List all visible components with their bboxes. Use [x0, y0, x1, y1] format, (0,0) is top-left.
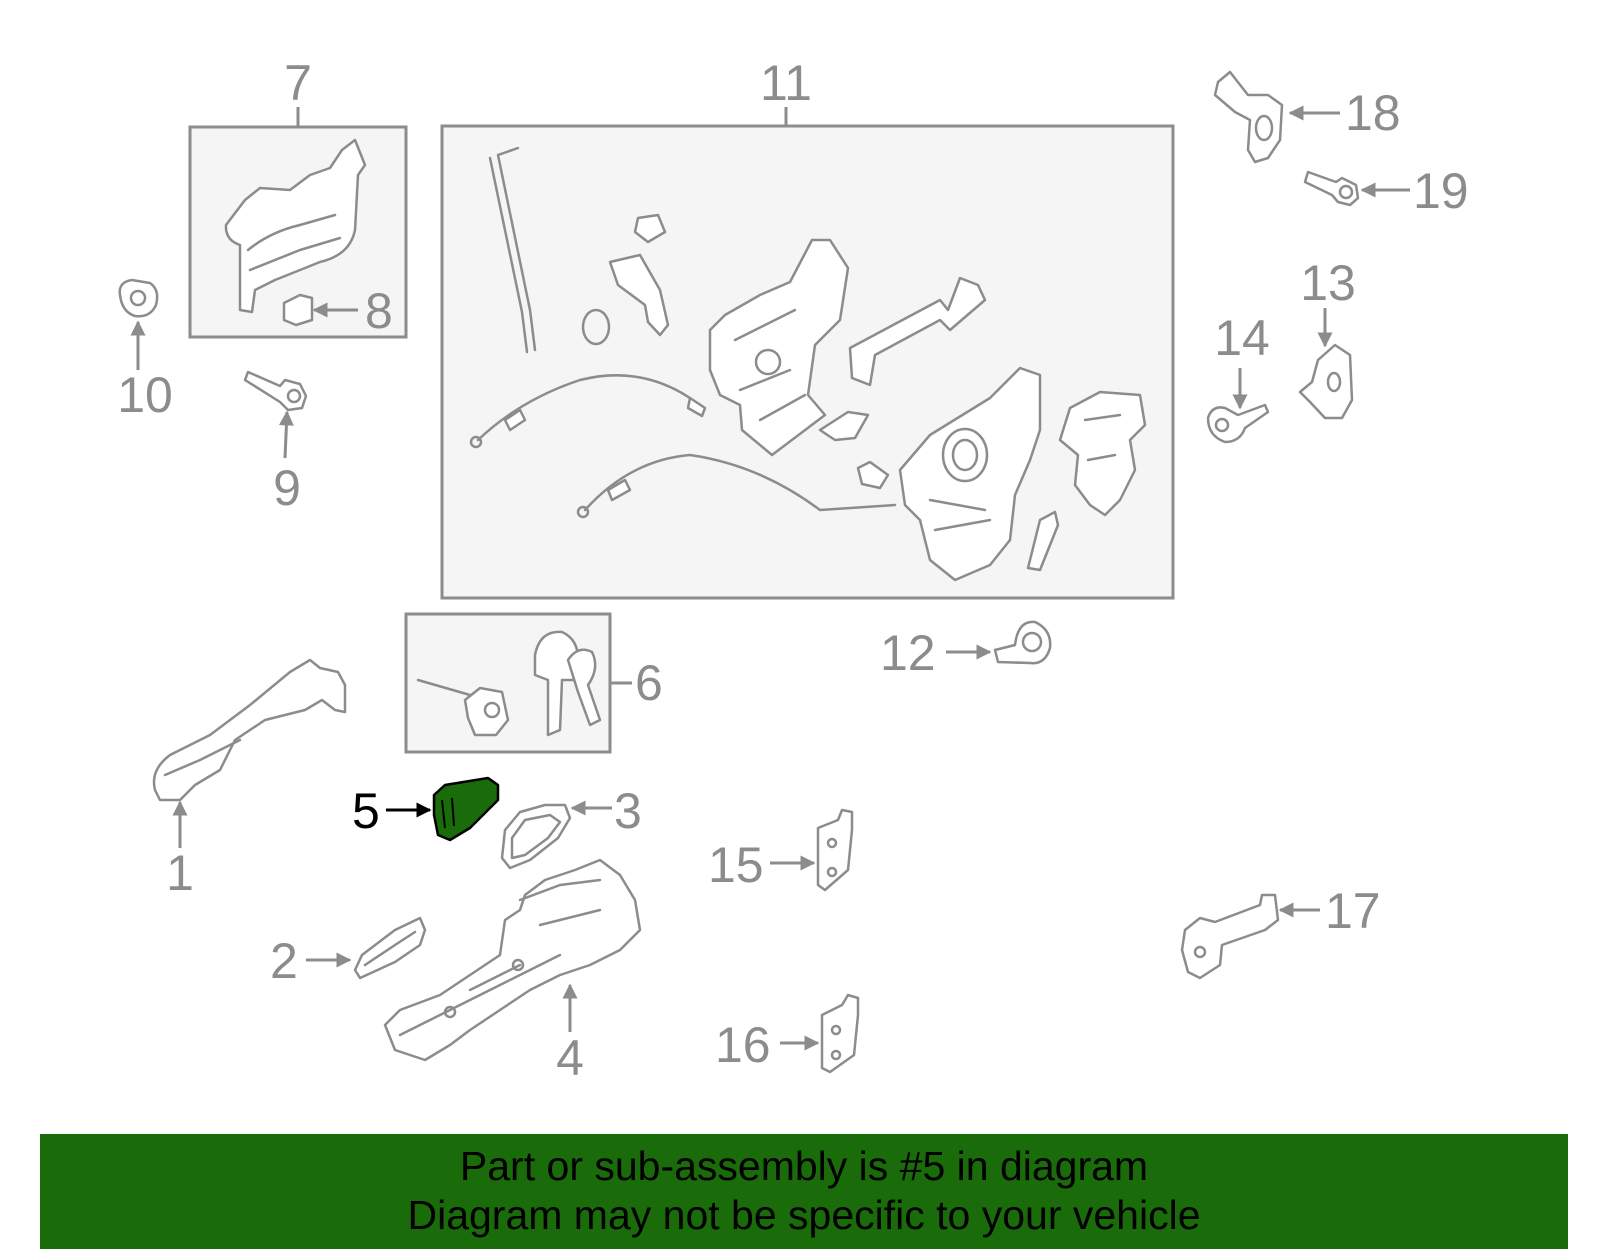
part-15-hinge[interactable] — [816, 808, 854, 892]
part-5-bezel[interactable] — [432, 776, 500, 842]
part-8-clip[interactable] — [282, 293, 314, 327]
callout-2: 2 — [270, 933, 298, 989]
callout-8: 8 — [365, 283, 393, 339]
part-10-nut[interactable] — [118, 278, 159, 318]
part-3-gasket[interactable] — [500, 803, 572, 870]
callout-6: 6 — [635, 655, 663, 711]
callout-16: 16 — [715, 1017, 771, 1073]
callout-3: 3 — [614, 783, 642, 839]
callout-9: 9 — [273, 460, 301, 516]
part-19-bolt[interactable] — [1303, 170, 1360, 207]
callout-4: 4 — [556, 1030, 584, 1086]
callout-17: 17 — [1325, 883, 1381, 939]
part-13-striker-plate[interactable] — [1298, 343, 1354, 420]
part-6-key-cylinder-set[interactable] — [416, 630, 602, 737]
part-7-inside-handle[interactable] — [224, 138, 367, 314]
part-12-screw[interactable] — [993, 620, 1052, 665]
info-banner-line-1: Part or sub-assembly is #5 in diagram — [459, 1143, 1149, 1189]
part-1-outside-handle[interactable] — [152, 658, 347, 802]
part-2-cover[interactable] — [353, 916, 427, 980]
info-banner: Part or sub-assembly is #5 in diagram Di… — [40, 1134, 1568, 1249]
callout-15: 15 — [708, 837, 764, 893]
part-11-latch-assembly[interactable] — [469, 146, 1147, 582]
part-9-bolt[interactable] — [243, 370, 308, 412]
callout-13: 13 — [1300, 255, 1356, 311]
part-14-bolt[interactable] — [1206, 403, 1270, 444]
callout-5: 5 — [352, 783, 380, 839]
part-16-hinge[interactable] — [820, 993, 860, 1074]
leader-9 — [278, 410, 294, 459]
callout-19: 19 — [1413, 163, 1469, 219]
callout-10: 10 — [117, 367, 173, 423]
callout-18: 18 — [1345, 85, 1401, 141]
info-banner-line-2: Diagram may not be specific to your vehi… — [407, 1192, 1201, 1238]
part-5-highlight-shape — [432, 776, 500, 842]
callout-12: 12 — [880, 625, 936, 681]
callout-11: 11 — [760, 55, 812, 111]
part-17-door-check[interactable] — [1180, 893, 1280, 980]
part-18-striker[interactable] — [1213, 70, 1284, 164]
part-4-handle-frame[interactable] — [383, 858, 642, 1062]
callout-7: 7 — [284, 55, 312, 111]
callout-1: 1 — [166, 845, 194, 901]
callout-14: 14 — [1214, 310, 1270, 366]
